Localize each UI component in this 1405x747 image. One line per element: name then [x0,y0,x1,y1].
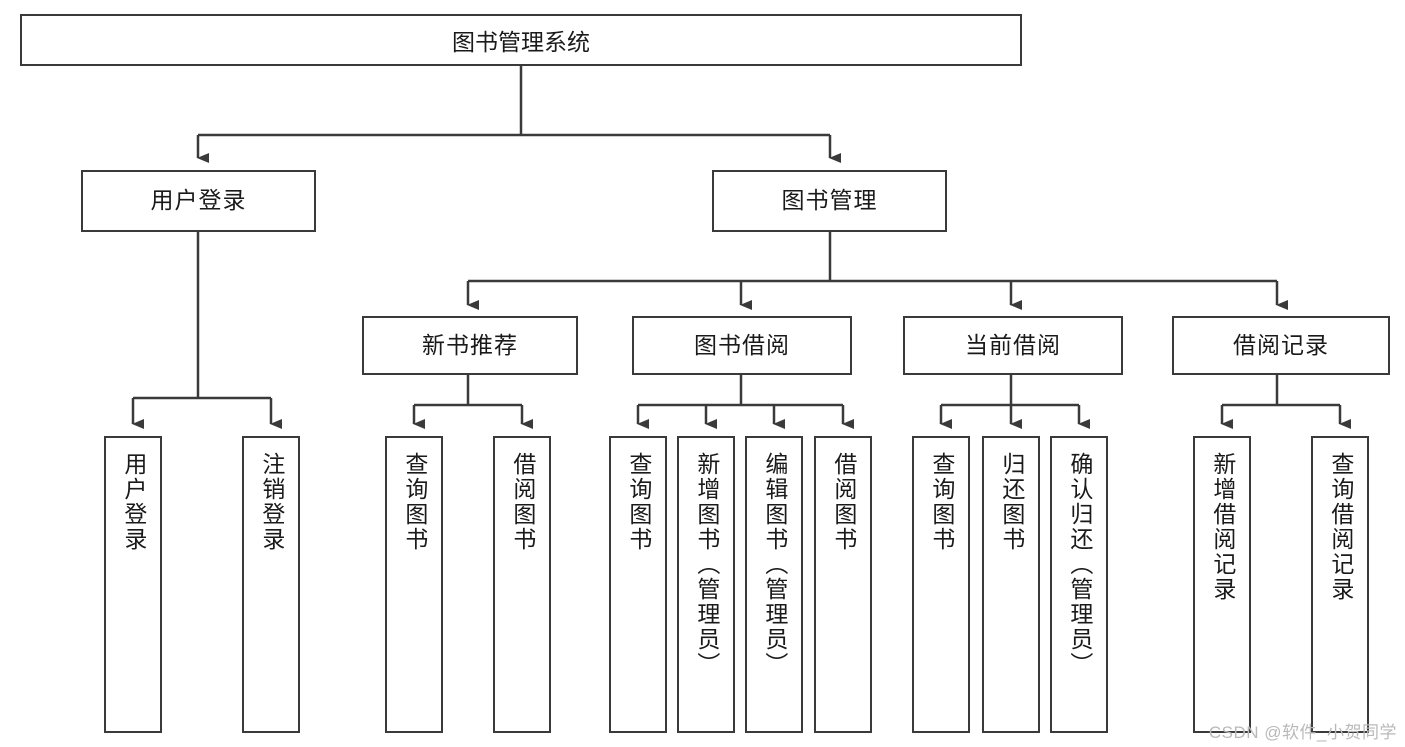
leaf-query-borrow-record-label: 查询借阅记录 [1327,452,1354,602]
leaf-edit-book-admin-label: 编辑图书（管理员） [761,452,788,677]
leaf-add-book-admin-label: 新增图书（管理员） [693,452,720,677]
leaf-return-book[interactable]: 归还图书 [982,436,1040,733]
leaf-borrow-book[interactable]: 借阅图书 [814,436,872,733]
node-root[interactable]: 图书管理系统 [20,14,1022,66]
node-new-book-recommend-label: 新书推荐 [422,331,518,358]
leaf-confirm-return-admin[interactable]: 确认归还（管理员） [1050,436,1108,733]
leaf-query-book-borrow[interactable]: 查询图书 [609,436,667,733]
leaf-add-borrow-record[interactable]: 新增借阅记录 [1193,436,1251,733]
node-book-management-label: 图书管理 [781,187,878,214]
leaf-confirm-return-admin-label: 确认归还（管理员） [1066,452,1093,677]
leaf-borrow-book-recommend[interactable]: 借阅图书 [493,436,551,733]
leaf-edit-book-admin[interactable]: 编辑图书（管理员） [745,436,803,733]
node-borrow-records-label: 借阅记录 [1233,331,1329,358]
leaf-query-book-recommend-label: 查询图书 [401,452,428,552]
leaf-user-login[interactable]: 用户登录 [104,436,162,733]
leaf-add-book-admin[interactable]: 新增图书（管理员） [677,436,735,733]
leaf-user-login-label: 用户登录 [120,452,147,552]
leaf-query-book-borrow-label: 查询图书 [625,452,652,552]
leaf-logout-label: 注销登录 [258,452,285,552]
node-new-book-recommend[interactable]: 新书推荐 [362,316,578,375]
node-user-login-label: 用户登录 [150,187,247,214]
leaf-query-borrow-record[interactable]: 查询借阅记录 [1311,436,1369,733]
leaf-query-book-current-label: 查询图书 [928,452,955,552]
node-root-label: 图书管理系统 [452,29,590,55]
leaf-borrow-book-label: 借阅图书 [830,452,857,552]
node-current-borrow-label: 当前借阅 [965,331,1061,358]
node-current-borrow[interactable]: 当前借阅 [903,316,1123,375]
leaf-add-borrow-record-label: 新增借阅记录 [1209,452,1236,602]
leaf-query-book-recommend[interactable]: 查询图书 [385,436,443,733]
node-borrow-records[interactable]: 借阅记录 [1172,316,1390,375]
leaf-logout[interactable]: 注销登录 [242,436,300,733]
leaf-query-book-current[interactable]: 查询图书 [912,436,970,733]
node-user-login[interactable]: 用户登录 [81,170,316,232]
node-book-borrow-label: 图书借阅 [694,331,790,358]
leaf-return-book-label: 归还图书 [998,452,1025,552]
node-book-borrow[interactable]: 图书借阅 [632,316,852,375]
leaf-borrow-book-recommend-label: 借阅图书 [509,452,536,552]
node-book-management[interactable]: 图书管理 [712,170,947,232]
